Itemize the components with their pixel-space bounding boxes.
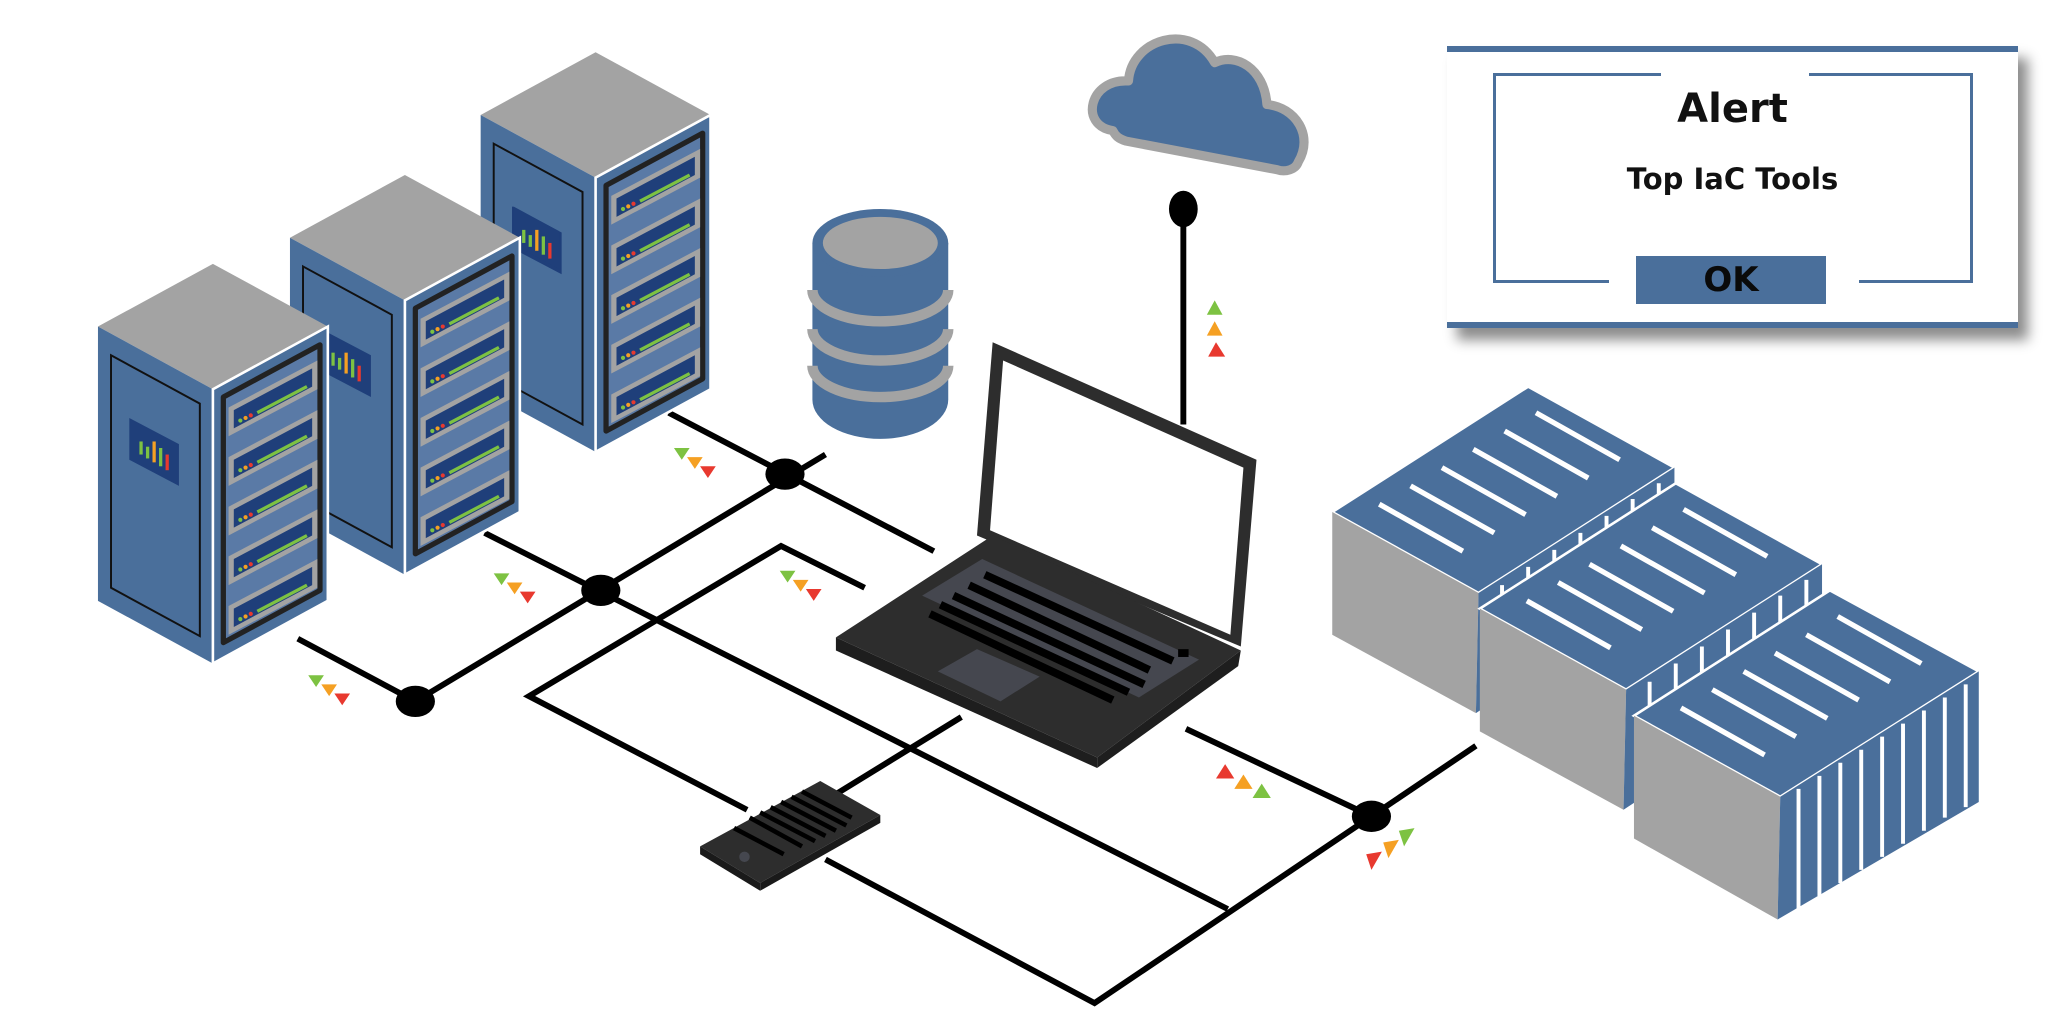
- link-loop: [522, 542, 866, 813]
- storage-array[interactable]: [1631, 588, 1982, 920]
- dialog-top-border: [1447, 46, 2018, 52]
- junction-node-cloud: [1168, 190, 1198, 228]
- touchpad: [937, 649, 1040, 702]
- dialog-bottom-border: [1447, 322, 2018, 328]
- link-tablet-bottom: [824, 813, 1374, 1007]
- link-trunk: [413, 452, 827, 704]
- junction-node: [1351, 800, 1392, 832]
- laptop-icon[interactable]: [835, 342, 1257, 768]
- rack-status-chart-icon: [331, 352, 361, 382]
- home-button: [739, 851, 750, 863]
- dialog-frame: [1970, 73, 1973, 283]
- database-icon[interactable]: [807, 208, 954, 439]
- status-indicator-icon: [308, 675, 351, 706]
- tablet-icon[interactable]: [700, 781, 881, 891]
- link-tablet-laptop: [834, 714, 963, 797]
- dialog-frame: [1809, 73, 1973, 76]
- link-laptop-storage: [1184, 726, 1373, 819]
- dialog-title: Alert: [1677, 86, 1788, 132]
- server-rack[interactable]: [98, 264, 328, 664]
- link-rack1: [296, 636, 417, 704]
- status-indicator-icon: [1366, 828, 1415, 870]
- status-indicator-icon: [673, 448, 716, 479]
- keyboard: [922, 559, 1200, 704]
- status-indicator-icon: [1216, 764, 1271, 799]
- status-indicator-icon: [493, 573, 536, 604]
- server-rack[interactable]: [481, 52, 711, 452]
- dialog-frame: [1493, 73, 1661, 76]
- dialog-message: Top IaC Tools: [1626, 162, 1839, 196]
- cloud-icon[interactable]: [1087, 34, 1309, 176]
- status-indicator-icon: [1206, 300, 1226, 357]
- junction-node: [581, 574, 621, 607]
- status-indicator-icon: [779, 570, 822, 601]
- link-storage: [1369, 743, 1478, 819]
- dialog-frame: [1493, 280, 1609, 283]
- dialog-frame: [1493, 73, 1496, 283]
- rack-status-chart-icon: [522, 229, 552, 259]
- server-rack[interactable]: [290, 175, 520, 575]
- junction-node: [765, 458, 805, 490]
- junction-node: [395, 685, 435, 718]
- junctions: [395, 190, 1392, 832]
- status-indicators: [308, 300, 1415, 870]
- rack-status-chart-icon: [139, 441, 169, 471]
- ok-button[interactable]: OK: [1636, 256, 1826, 304]
- alert-dialog: Alert Top IaC Tools OK: [1447, 46, 2018, 328]
- dialog-frame: [1859, 280, 1973, 283]
